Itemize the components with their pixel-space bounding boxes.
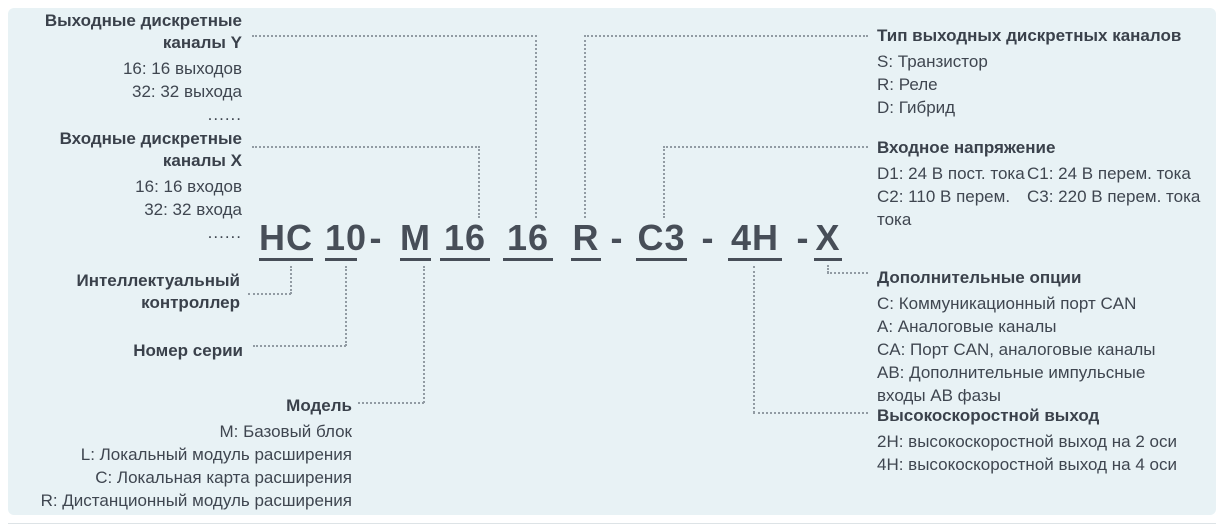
connector-model-horizontal bbox=[358, 402, 424, 404]
connector-input-x-horizontal bbox=[252, 146, 480, 148]
annotation-title: Номер серии bbox=[133, 341, 243, 360]
voltage-cell: C1: 24 В перем. тока bbox=[1027, 164, 1191, 183]
diagram-panel bbox=[8, 8, 1216, 515]
code-segment-4h: 4H bbox=[728, 218, 782, 261]
code-segment-10: 10 bbox=[325, 218, 366, 261]
annotation-additional-options: Дополнительные опции C: Коммуникационный… bbox=[877, 267, 1212, 407]
annotation-item: R: Реле bbox=[877, 75, 938, 94]
connector-options-vertical bbox=[827, 265, 829, 273]
voltage-cell: D1: 24 В пост. тока bbox=[877, 164, 1025, 183]
connector-voltage-vertical bbox=[663, 146, 665, 218]
annotation-item: L: Локальный модуль расширения bbox=[80, 445, 352, 464]
annotation-item: AB: Дополнительные импульсные входы AB ф… bbox=[877, 363, 1146, 405]
connector-input-x-vertical bbox=[478, 146, 480, 218]
connector-series-horizontal bbox=[253, 345, 346, 347]
annotation-controller: Интеллектуальный контроллер bbox=[0, 270, 240, 317]
annotation-title: Интеллектуальный контроллер bbox=[76, 271, 240, 312]
voltage-cell: C3: 220 В перем. тока bbox=[1027, 187, 1201, 206]
connector-model-vertical bbox=[423, 266, 425, 403]
annotation-series-number: Номер серии bbox=[43, 340, 243, 365]
annotation-title: Модель bbox=[286, 396, 352, 415]
connector-hs-output-vertical bbox=[753, 266, 755, 413]
connector-controller-vertical bbox=[290, 266, 292, 294]
annotation-item: R: Дистанционный модуль расширения bbox=[40, 491, 352, 510]
code-dash-2: - bbox=[610, 217, 624, 258]
annotation-item: A: Аналоговые каналы bbox=[877, 317, 1057, 336]
connector-series-vertical bbox=[345, 266, 347, 346]
annotation-item: C: Коммуникационный порт CAN bbox=[877, 294, 1137, 313]
annotation-item: 16: 16 входов bbox=[135, 177, 242, 196]
annotation-item-ellipsis: ...... bbox=[207, 105, 242, 124]
code-segment-16-inputs: 16 bbox=[440, 218, 490, 261]
annotation-output-type: Тип выходных дискретных каналов S: Транз… bbox=[877, 25, 1212, 119]
connector-output-type-horizontal bbox=[584, 35, 868, 37]
voltage-cell: C2: 110 В перем. тока bbox=[877, 187, 1011, 229]
annotation-title: Дополнительные опции bbox=[877, 268, 1082, 287]
annotation-item: M: Базовый блок bbox=[219, 422, 352, 441]
code-segment-m: M bbox=[400, 218, 431, 261]
code-segment-hc: HC bbox=[259, 218, 313, 261]
annotation-item: 2H: высокоскоростной выход на 2 оси bbox=[877, 432, 1177, 451]
annotation-output-channels-y: Выходные дискретные каналы Y 16: 16 выхо… bbox=[2, 10, 242, 126]
annotation-model: Модель M: Базовый блок L: Локальный моду… bbox=[2, 395, 352, 512]
connector-output-y-vertical bbox=[535, 35, 537, 218]
code-segment-x: X bbox=[814, 218, 842, 261]
voltage-row: C2: 110 В перем. тока C3: 220 В перем. т… bbox=[877, 185, 1217, 231]
connector-output-y-horizontal bbox=[252, 35, 537, 37]
connector-output-type-vertical bbox=[584, 35, 586, 218]
code-dash-3: - bbox=[701, 217, 715, 258]
code-segment-r: R bbox=[571, 218, 601, 261]
voltage-row: D1: 24 В пост. тока C1: 24 В перем. тока bbox=[877, 162, 1217, 185]
annotation-title: Высокоскоростной выход bbox=[877, 406, 1100, 425]
connector-controller-horizontal bbox=[248, 293, 291, 295]
annotation-high-speed-output: Высокоскоростной выход 2H: высокоскорост… bbox=[877, 405, 1217, 476]
annotation-item: CA: Порт CAN, аналоговые каналы bbox=[877, 340, 1156, 359]
annotation-item: 16: 16 выходов bbox=[122, 59, 242, 78]
annotation-title: Выходные дискретные каналы Y bbox=[44, 11, 242, 52]
annotation-item-ellipsis: ...... bbox=[207, 223, 242, 242]
code-segment-16-outputs: 16 bbox=[503, 218, 553, 261]
annotation-item: D: Гибрид bbox=[877, 98, 956, 117]
connector-options-horizontal bbox=[827, 272, 868, 274]
code-dash-4: - bbox=[796, 217, 810, 258]
annotation-item: 32: 32 выхода bbox=[131, 82, 242, 101]
annotation-title: Входное напряжение bbox=[877, 138, 1056, 157]
annotation-input-channels-x: Входные дискретные каналы X 16: 16 входо… bbox=[2, 128, 242, 244]
annotation-item: 32: 32 входа bbox=[144, 200, 242, 219]
annotation-title: Тип выходных дискретных каналов bbox=[877, 26, 1182, 45]
annotation-item: S: Транзистор bbox=[877, 52, 988, 71]
annotation-title: Входные дискретные каналы X bbox=[59, 129, 242, 170]
annotation-item: 4H: высокоскоростной выход на 4 оси bbox=[877, 455, 1177, 474]
code-dash-1: - bbox=[369, 217, 383, 258]
code-segment-c3: C3 bbox=[636, 218, 687, 261]
annotation-input-voltage: Входное напряжение D1: 24 В пост. тока C… bbox=[877, 137, 1217, 231]
page-divider bbox=[8, 523, 1216, 524]
connector-voltage-horizontal bbox=[663, 146, 868, 148]
connector-hs-output-horizontal bbox=[753, 412, 868, 414]
annotation-item: C: Локальная карта расширения bbox=[95, 468, 352, 487]
